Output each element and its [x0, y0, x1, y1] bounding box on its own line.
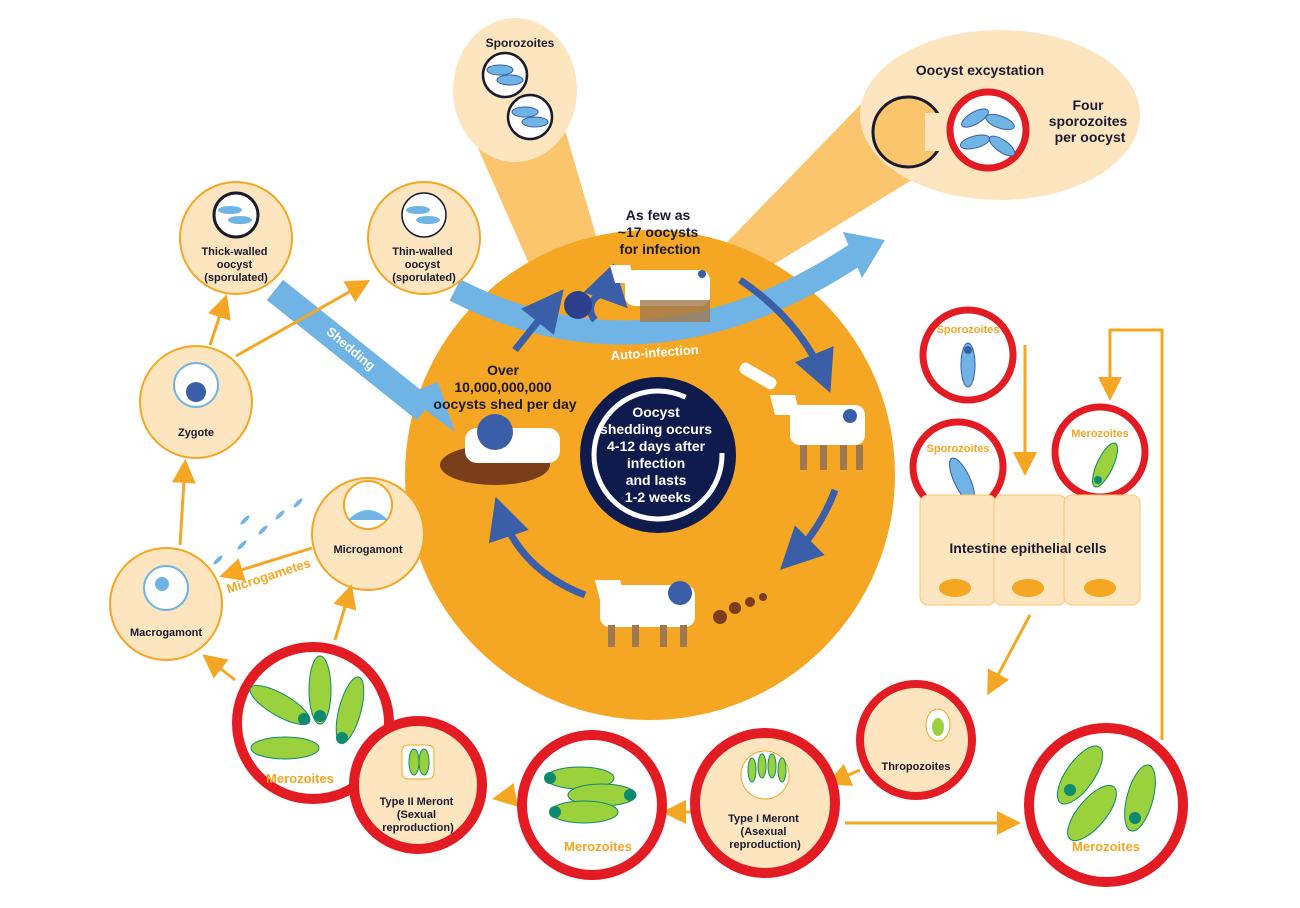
cycle-arrows	[488, 263, 839, 599]
excysted-sporozoites-icon	[946, 88, 1030, 172]
sporozoites-label-2: Sporozoites	[927, 443, 990, 455]
thin-walled-oocyst-node: Thin-walled oocyst (sporulated)	[367, 181, 481, 295]
shedding-arrow: Shedding	[266, 279, 455, 432]
thropozoites-label: Thropozoites	[881, 761, 950, 773]
calf-infection-icon	[610, 265, 710, 322]
merozoites-label-right: Merozoites	[1072, 839, 1140, 854]
calf-lying-icon	[440, 414, 560, 485]
shedding-duration-text: Oocyst shedding occurs 4-12 days after i…	[600, 404, 716, 505]
thropozoites-node: Thropozoites	[856, 680, 976, 800]
microgamont-label: Microgamont	[333, 544, 402, 556]
type1-meront-label: Type I Meront (Asexual reproduction)	[728, 813, 802, 851]
excystation-title: Oocyst excystation	[916, 62, 1044, 78]
auto-infection-arrow: Auto-infection	[449, 232, 885, 363]
sporozoites-label-1: Sporozoites	[937, 324, 1000, 336]
sporozoites-node-2: Sporozoites	[909, 418, 1007, 516]
zygote-node: Zygote	[139, 345, 253, 459]
type2-meront-node: Type II Meront (Sexual reproduction)	[349, 716, 487, 854]
merozoites-node-right: Merozoites	[1024, 723, 1188, 887]
right-cycle-arrows	[492, 328, 1164, 835]
thick-walled-label: Thick-walled oocyst (sporulated)	[201, 246, 270, 284]
thin-walled-label: Thin-walled oocyst (sporulated)	[392, 246, 456, 284]
shedding-duration-core: Oocyst shedding occurs 4-12 days after i…	[580, 377, 736, 533]
merozoites-node-top: Merozoites	[1051, 403, 1149, 501]
merozoites-label-mid: Merozoites	[564, 839, 632, 854]
type1-meront-node: Type I Meront (Asexual reproduction)	[690, 728, 840, 878]
merozoites-label-top: Merozoites	[1071, 428, 1128, 440]
excystation-beam: Oocyst excystation Four sporozoites per …	[700, 30, 1140, 285]
zygote-label: Zygote	[178, 427, 214, 439]
calf-shedding-icon	[595, 580, 767, 647]
macrogamont-node: Macrogamont	[109, 547, 223, 661]
oocyst-icon	[564, 291, 592, 319]
left-cycle-arrows	[171, 280, 371, 682]
microgametes-icon	[213, 498, 303, 565]
auto-infection-label: Auto-infection	[610, 342, 699, 363]
intestine-epithelial-cells: Intestine epithelial cells	[919, 494, 1141, 606]
macrogamont-label: Macrogamont	[130, 627, 202, 639]
sporozoites-top-label: Sporozoites	[486, 36, 555, 50]
merozoites-node-mid: Merozoites	[517, 730, 667, 880]
sporocyst-icon	[506, 93, 554, 141]
intestine-label: Intestine epithelial cells	[949, 540, 1106, 556]
over-shed-label: Over 10,000,000,000 oocysts shed per day	[433, 362, 576, 412]
calf-bottle-icon	[739, 362, 865, 470]
few-oocysts-label: As few as ~17 oocysts for infection	[618, 207, 702, 257]
microgamont-node: Microgamont	[311, 477, 425, 591]
sporozoites-node-1: Sporozoites	[919, 306, 1017, 404]
thick-walled-oocyst-node: Thick-walled oocyst (sporulated)	[179, 181, 293, 295]
merozoites-label-left: Merozoites	[266, 771, 334, 786]
four-sporozoites-label: Four sporozoites per oocyst	[1049, 97, 1131, 145]
sporocyst-icon	[481, 51, 529, 99]
type2-meront-label: Type II Meront (Sexual reproduction)	[380, 796, 457, 834]
merozoites-node-left: Merozoites	[232, 642, 394, 804]
